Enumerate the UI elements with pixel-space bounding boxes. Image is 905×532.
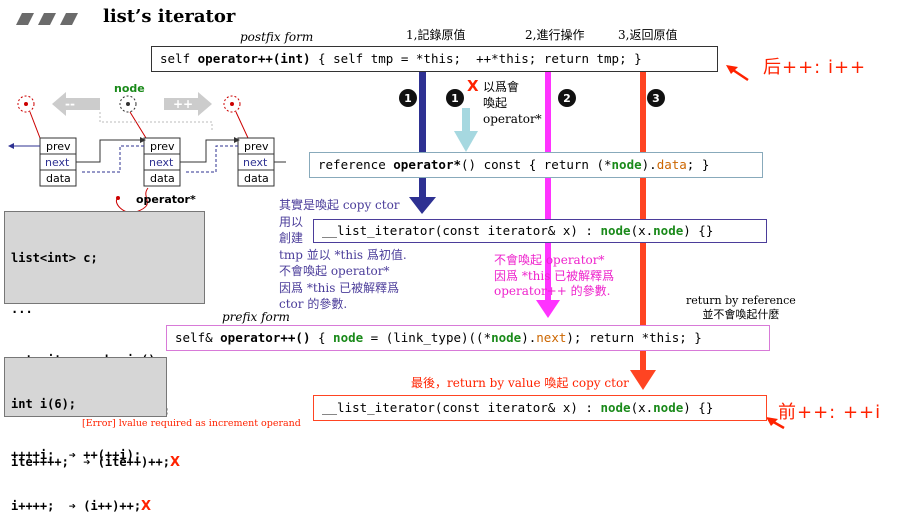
mistaken-arrow-head <box>454 131 478 152</box>
snippet2-line-2: ++++i; ➔ ++(++i); <box>11 448 142 462</box>
node-label: node <box>114 82 145 95</box>
right-prev: prev <box>244 140 269 153</box>
copy-ctor-code-2: __list_iterator(const iterator& x) : nod… <box>322 399 714 415</box>
increment-arrow <box>164 92 212 116</box>
circle-1a: 1 <box>399 89 417 107</box>
prefix-form-label: prefix form <box>222 310 290 324</box>
step2-arrow-shaft <box>545 69 551 303</box>
snippet2-line-1: int i(6); <box>11 397 77 411</box>
no-op-star-note: 不會喚起 operator* 因爲 *this 已被解釋爲 operator++… <box>494 253 615 298</box>
prefix-code-box: self& operator++() { node = (link_type)(… <box>166 325 770 351</box>
dec-label: -- <box>65 97 75 111</box>
operator-star-label: operator* <box>136 193 196 206</box>
mistaken-arrow-shaft <box>462 108 470 134</box>
step1-arrow-head <box>409 197 436 214</box>
copy-ctor-code-1: __list_iterator(const iterator& x) : nod… <box>322 222 714 238</box>
page-title: list’s iterator <box>103 6 236 27</box>
node-circle <box>119 95 137 113</box>
step2-label: 2,進行操作 <box>525 28 585 42</box>
title-bars <box>12 11 84 25</box>
deref-code-box: reference operator*() const { return (*n… <box>309 152 763 178</box>
step3-arrow-head <box>630 370 656 390</box>
left-next: next <box>45 156 70 169</box>
left-prev: prev <box>46 140 71 153</box>
left-dash-circle <box>17 95 35 113</box>
deref-code-line: reference operator*() const { return (*n… <box>318 156 710 172</box>
node-box-mid <box>143 137 181 187</box>
postfix-form-label: postfix form <box>240 30 314 44</box>
postfix-code-line: self operator++(int) { self tmp = *this;… <box>160 50 642 66</box>
node-box-left <box>39 137 77 187</box>
step3-label: 3,返回原值 <box>618 28 678 42</box>
x-mark: X <box>467 77 479 95</box>
prefix-code-line: self& operator++() { node = (link_type)(… <box>175 329 702 345</box>
circle-2: 2 <box>558 89 576 107</box>
snippet-box-1: list<int> c; ... auto ite = c.begin(); +… <box>4 211 205 470</box>
mid-data: data <box>150 172 175 185</box>
circle-1b: 1 <box>446 89 464 107</box>
error-note: [Error] lvalue required as increment ope… <box>82 418 301 429</box>
postfix-code-box: self operator++(int) { self tmp = *this;… <box>151 46 718 72</box>
snippet2-line-3: i++++; ➔ (i++)++;X <box>11 499 152 514</box>
decrement-arrow <box>52 92 100 116</box>
snippet1-line-1: list<int> c; <box>11 251 98 265</box>
title-bars-graphic <box>16 13 78 25</box>
mid-prev: prev <box>150 140 175 153</box>
snippet1-line-2: ... <box>11 302 33 316</box>
copy-ctor-box-1: __list_iterator(const iterator& x) : nod… <box>313 219 767 243</box>
left-data: data <box>46 172 71 185</box>
circle-3: 3 <box>647 89 665 107</box>
step1-label: 1,記錄原值 <box>406 28 466 42</box>
right-dash-circle <box>223 95 241 113</box>
postfix-note: 后++: i++ <box>763 57 867 78</box>
list-node-diagram: -- ++ node prev next data prev next data… <box>8 82 286 214</box>
last-note: 最後，return by value 喚起 copy ctor <box>411 376 629 390</box>
prefix-note: 前++: ++i <box>778 402 882 423</box>
copy-ctor-note: 其實是喚起 copy ctor 用以 創建 tmp 並以 *this 爲初值. … <box>279 198 407 311</box>
mid-next: next <box>149 156 174 169</box>
right-next: next <box>243 156 268 169</box>
right-data: data <box>244 172 269 185</box>
copy-ctor-box-2: __list_iterator(const iterator& x) : nod… <box>313 395 767 421</box>
node-box-right <box>237 137 275 187</box>
mistaken-call-note: 以爲會 喚起 operator* <box>483 80 542 126</box>
return-ref-note: return by reference 並不會喚起什麼 <box>686 294 796 321</box>
step1-arrow-shaft <box>419 69 426 199</box>
step2-arrow-head <box>536 300 560 318</box>
snippet1-x-mark: X <box>169 455 180 470</box>
snippet-box-2: int i(6); ++++i; ➔ ++(++i); i++++; ➔ (i+… <box>4 357 167 514</box>
inc-label: ++ <box>173 97 193 111</box>
snippet2-x-mark: X <box>141 499 152 514</box>
